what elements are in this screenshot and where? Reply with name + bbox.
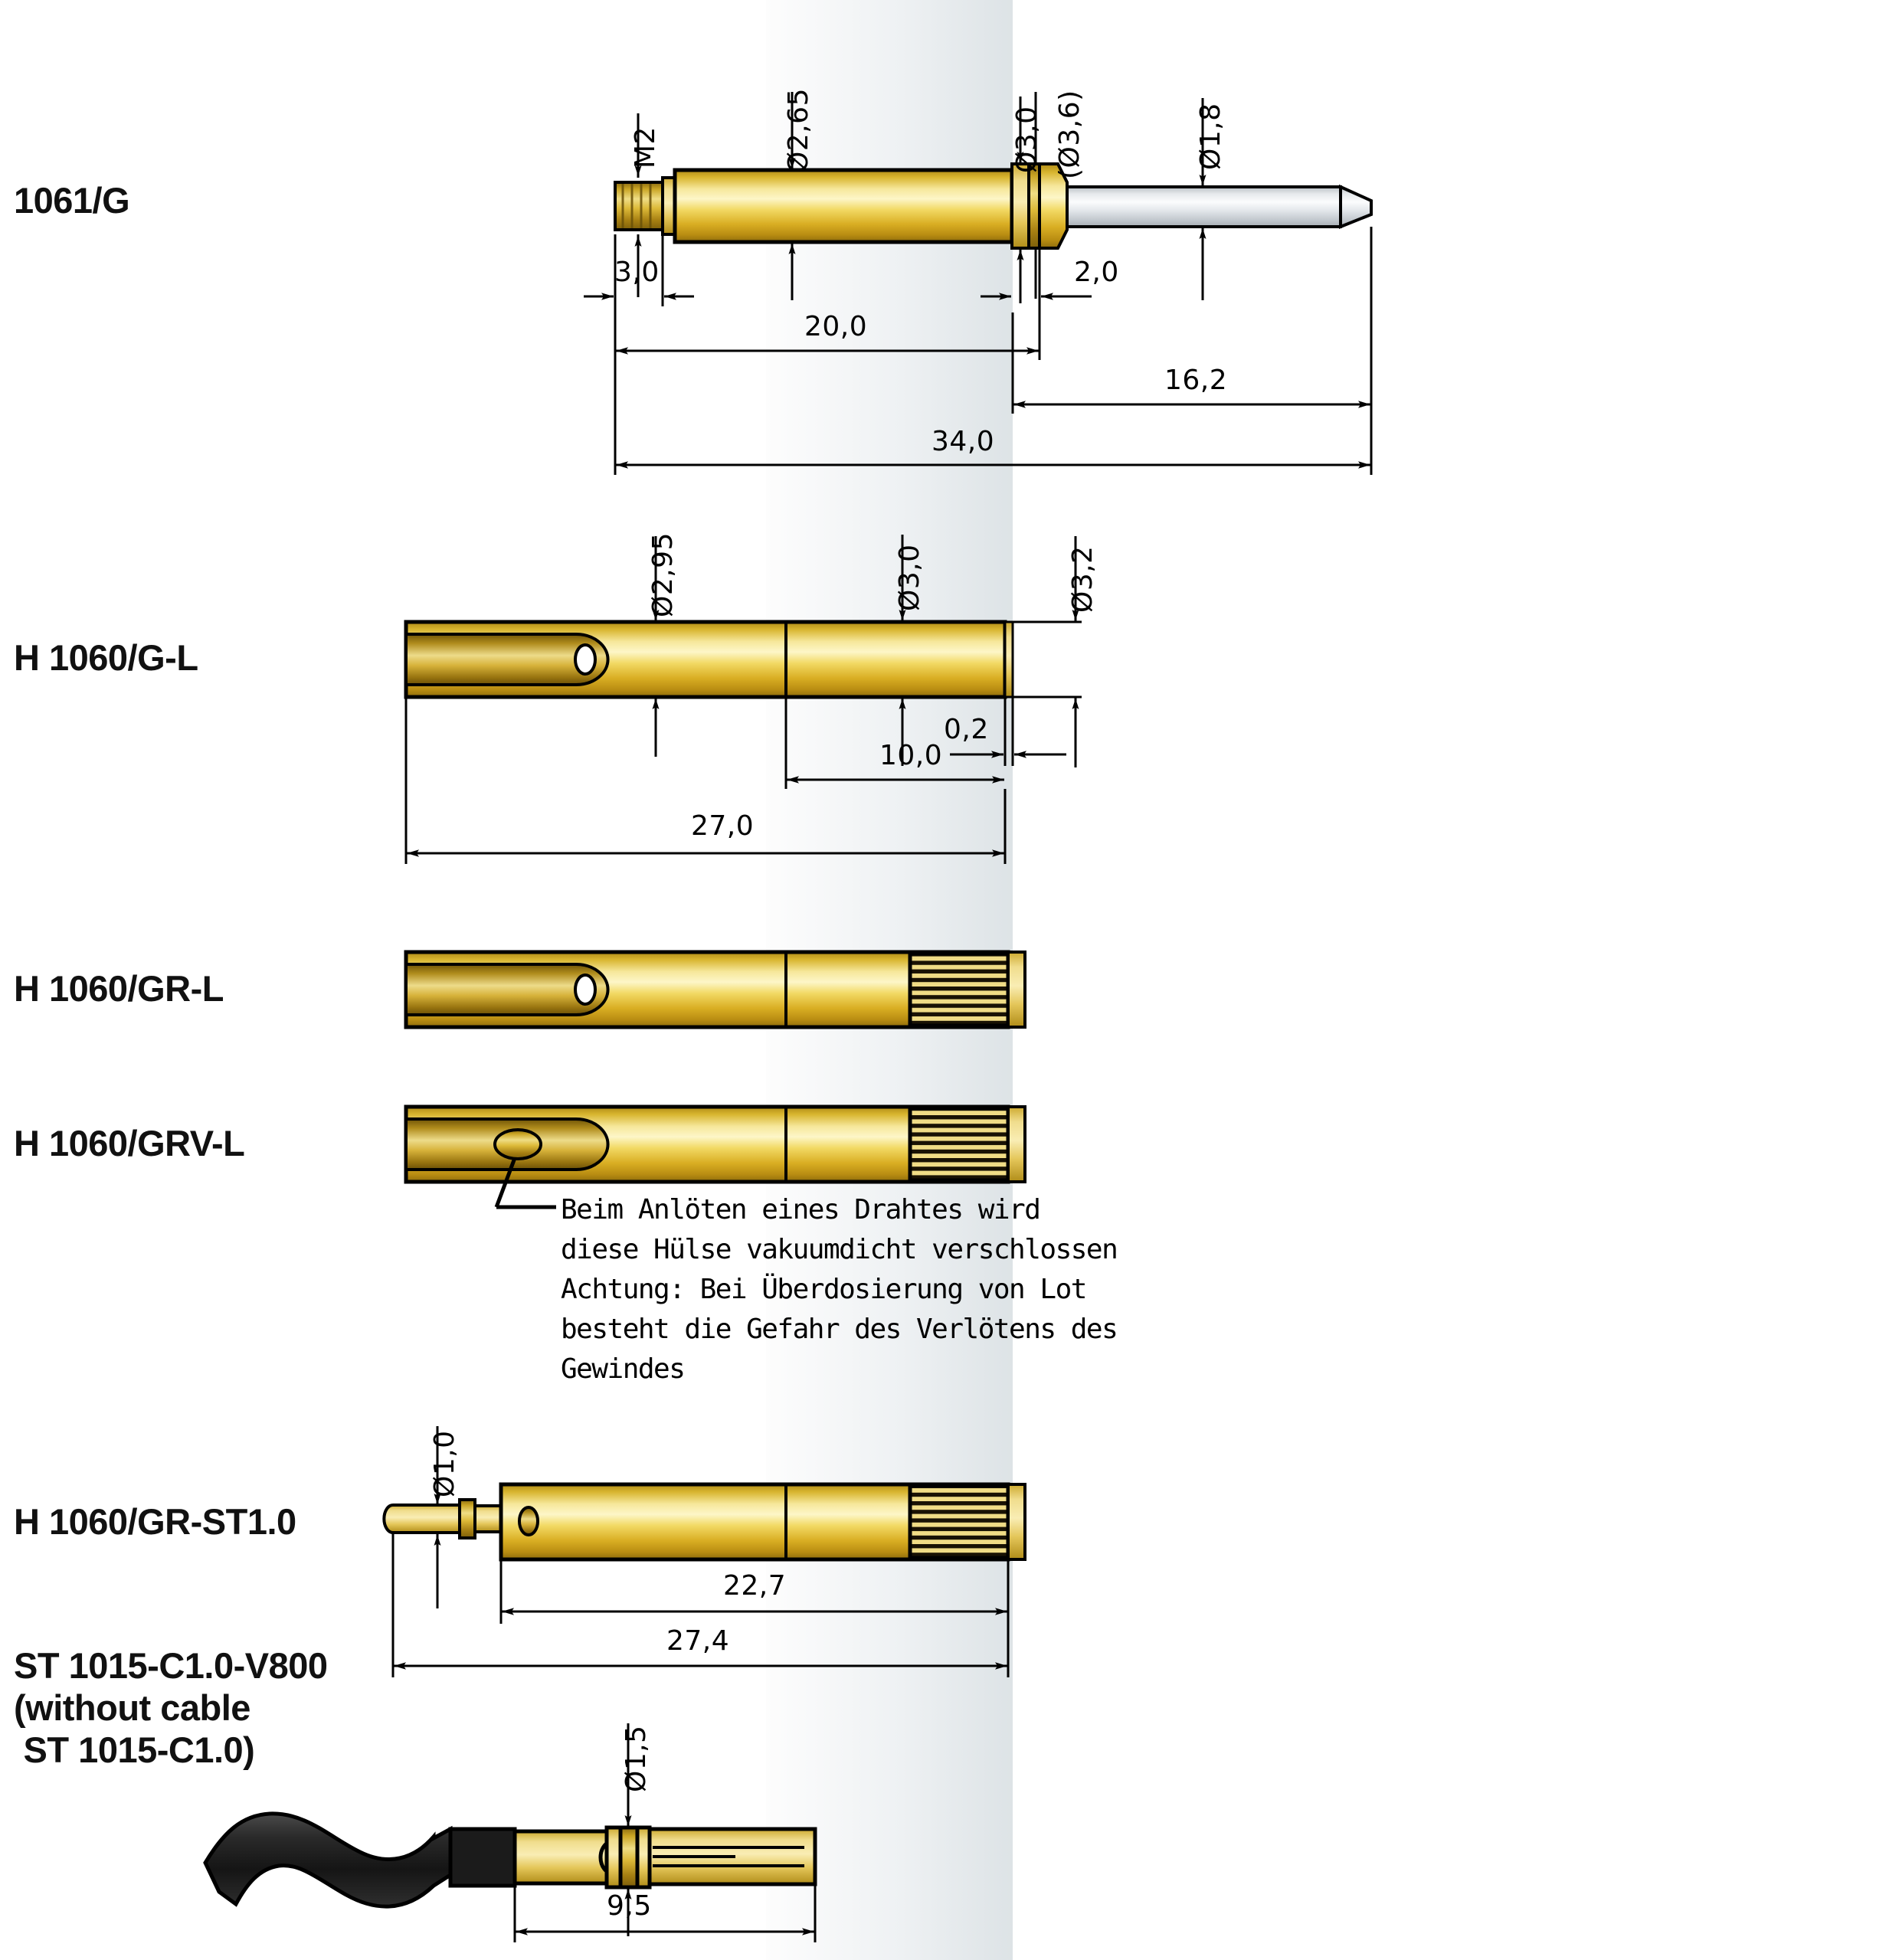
- dim-st1015-sleeve-dia: Ø1,5: [620, 1725, 652, 1792]
- part-label-h1060-gr-l: H 1060/GR-L: [14, 968, 224, 1009]
- dim-h1060gl-mid-dia: Ø3,0: [894, 544, 925, 611]
- part-label-st1015: ST 1015-C1.0-V800 (without cable ST 1015…: [14, 1645, 328, 1770]
- part-h1060-grv-l-drawing: [404, 1104, 1026, 1209]
- dim-1061-tip-dia: Ø1,8: [1195, 103, 1226, 170]
- dim-h1060gl-total-len: 27,0: [691, 810, 755, 842]
- dim-st10-body-len: 22,7: [723, 1570, 787, 1602]
- dim-h1060gl-rear-dia: Ø3,2: [1067, 545, 1098, 613]
- dim-1061-tip-len: 16,2: [1164, 365, 1228, 396]
- part-label-h1060-gr-st10: H 1060/GR-ST1.0: [14, 1501, 296, 1542]
- dim-h1060gl-front-dia: Ø2,95: [647, 532, 679, 617]
- part-label-h1060-g-l: H 1060/G-L: [14, 637, 198, 678]
- part-h1060-gr-l-drawing: [404, 950, 1026, 1029]
- part-h1060-gr-st10-drawing: [382, 1426, 1026, 1677]
- note-grv-line-5: Gewindes: [561, 1353, 686, 1385]
- note-grv-line-4: besteht die Gefahr des Verlötens des: [561, 1314, 1118, 1345]
- part-h1060-g-l-drawing: [404, 535, 1082, 864]
- dim-1061-total-len: 34,0: [931, 426, 995, 457]
- part-1061-g-drawing: [584, 92, 1373, 475]
- dim-st10-total-len: 27,4: [666, 1625, 730, 1657]
- part-label-1061-g: 1061/G: [14, 180, 130, 221]
- dim-1061-sleeve-len: 20,0: [804, 311, 868, 342]
- note-grv-line-2: diese Hülse vakuumdicht verschlossen: [561, 1234, 1118, 1265]
- dim-h1060gl-rear-step: 0,2: [944, 714, 989, 745]
- dim-h1060gl-rear-len: 10,0: [879, 740, 943, 771]
- dim-st10-pin-dia: Ø1,0: [429, 1430, 460, 1497]
- dim-1061-flange-dia: (Ø3,6): [1054, 90, 1085, 179]
- dim-1061-collar-len: 2,0: [1074, 257, 1119, 288]
- dim-1061-thread: M2: [630, 126, 661, 169]
- note-grv-line-3: Achtung: Bei Überdosierung von Lot: [561, 1274, 1087, 1305]
- dim-st1015-length: 9,5: [607, 1890, 652, 1922]
- part-st1015-drawing: [203, 1723, 817, 1942]
- dim-1061-thread-len: 3,0: [614, 257, 660, 288]
- dim-1061-collar-dia: Ø3,0: [1011, 106, 1043, 173]
- part-label-h1060-grv-l: H 1060/GRV-L: [14, 1123, 245, 1163]
- dim-1061-body-dia: Ø2,65: [783, 88, 814, 173]
- note-grv-line-1: Beim Anlöten eines Drahtes wird: [561, 1194, 1041, 1225]
